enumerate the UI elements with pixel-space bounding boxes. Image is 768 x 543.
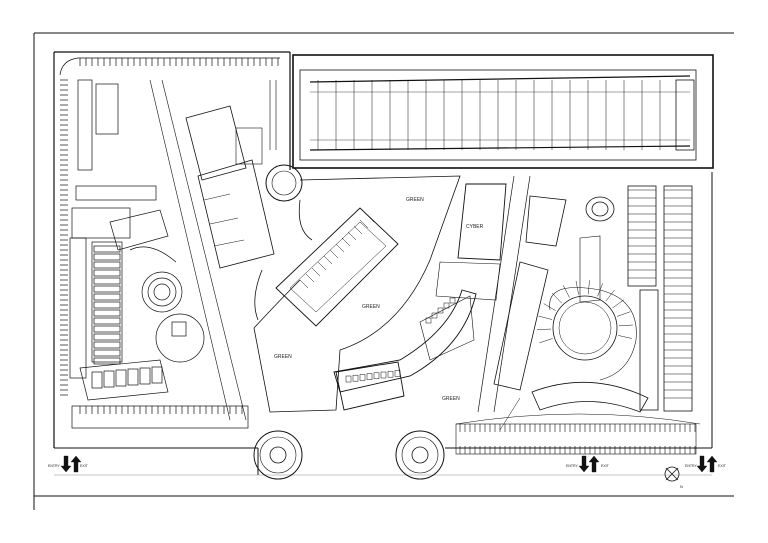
label-cyber: CYBER <box>466 224 484 230</box>
north-arrow-icon <box>664 466 680 482</box>
label-exit-3: EXIT <box>718 464 727 468</box>
bottom-parking <box>455 413 701 455</box>
label-exit-1: EXIT <box>80 464 89 468</box>
label-green-center: GREEN <box>362 304 380 310</box>
roundabout <box>265 164 303 202</box>
central-green <box>253 175 461 413</box>
long-block-building <box>292 54 714 169</box>
label-exit-2: EXIT <box>601 464 610 468</box>
right-campus <box>493 185 693 431</box>
entrance-circles <box>253 430 445 480</box>
left-parking-area <box>59 57 280 421</box>
diagonal-office-block <box>185 105 275 269</box>
label-green-bottom: GREEN <box>442 396 460 402</box>
cyber-building <box>435 175 531 413</box>
parking-deck <box>275 207 399 327</box>
drawing-frame <box>33 32 734 510</box>
label-green-left: GREEN <box>274 354 292 360</box>
label-entry-1: ENTRY <box>48 464 60 468</box>
entry-exit-arrows <box>60 455 718 473</box>
label-entry-3: ENTRY <box>685 464 697 468</box>
label-entry-2: ENTRY <box>566 464 578 468</box>
label-north: N <box>680 484 683 489</box>
residential-cluster <box>69 207 249 429</box>
label-green-top: GREEN <box>406 197 424 203</box>
curved-building <box>333 289 477 411</box>
